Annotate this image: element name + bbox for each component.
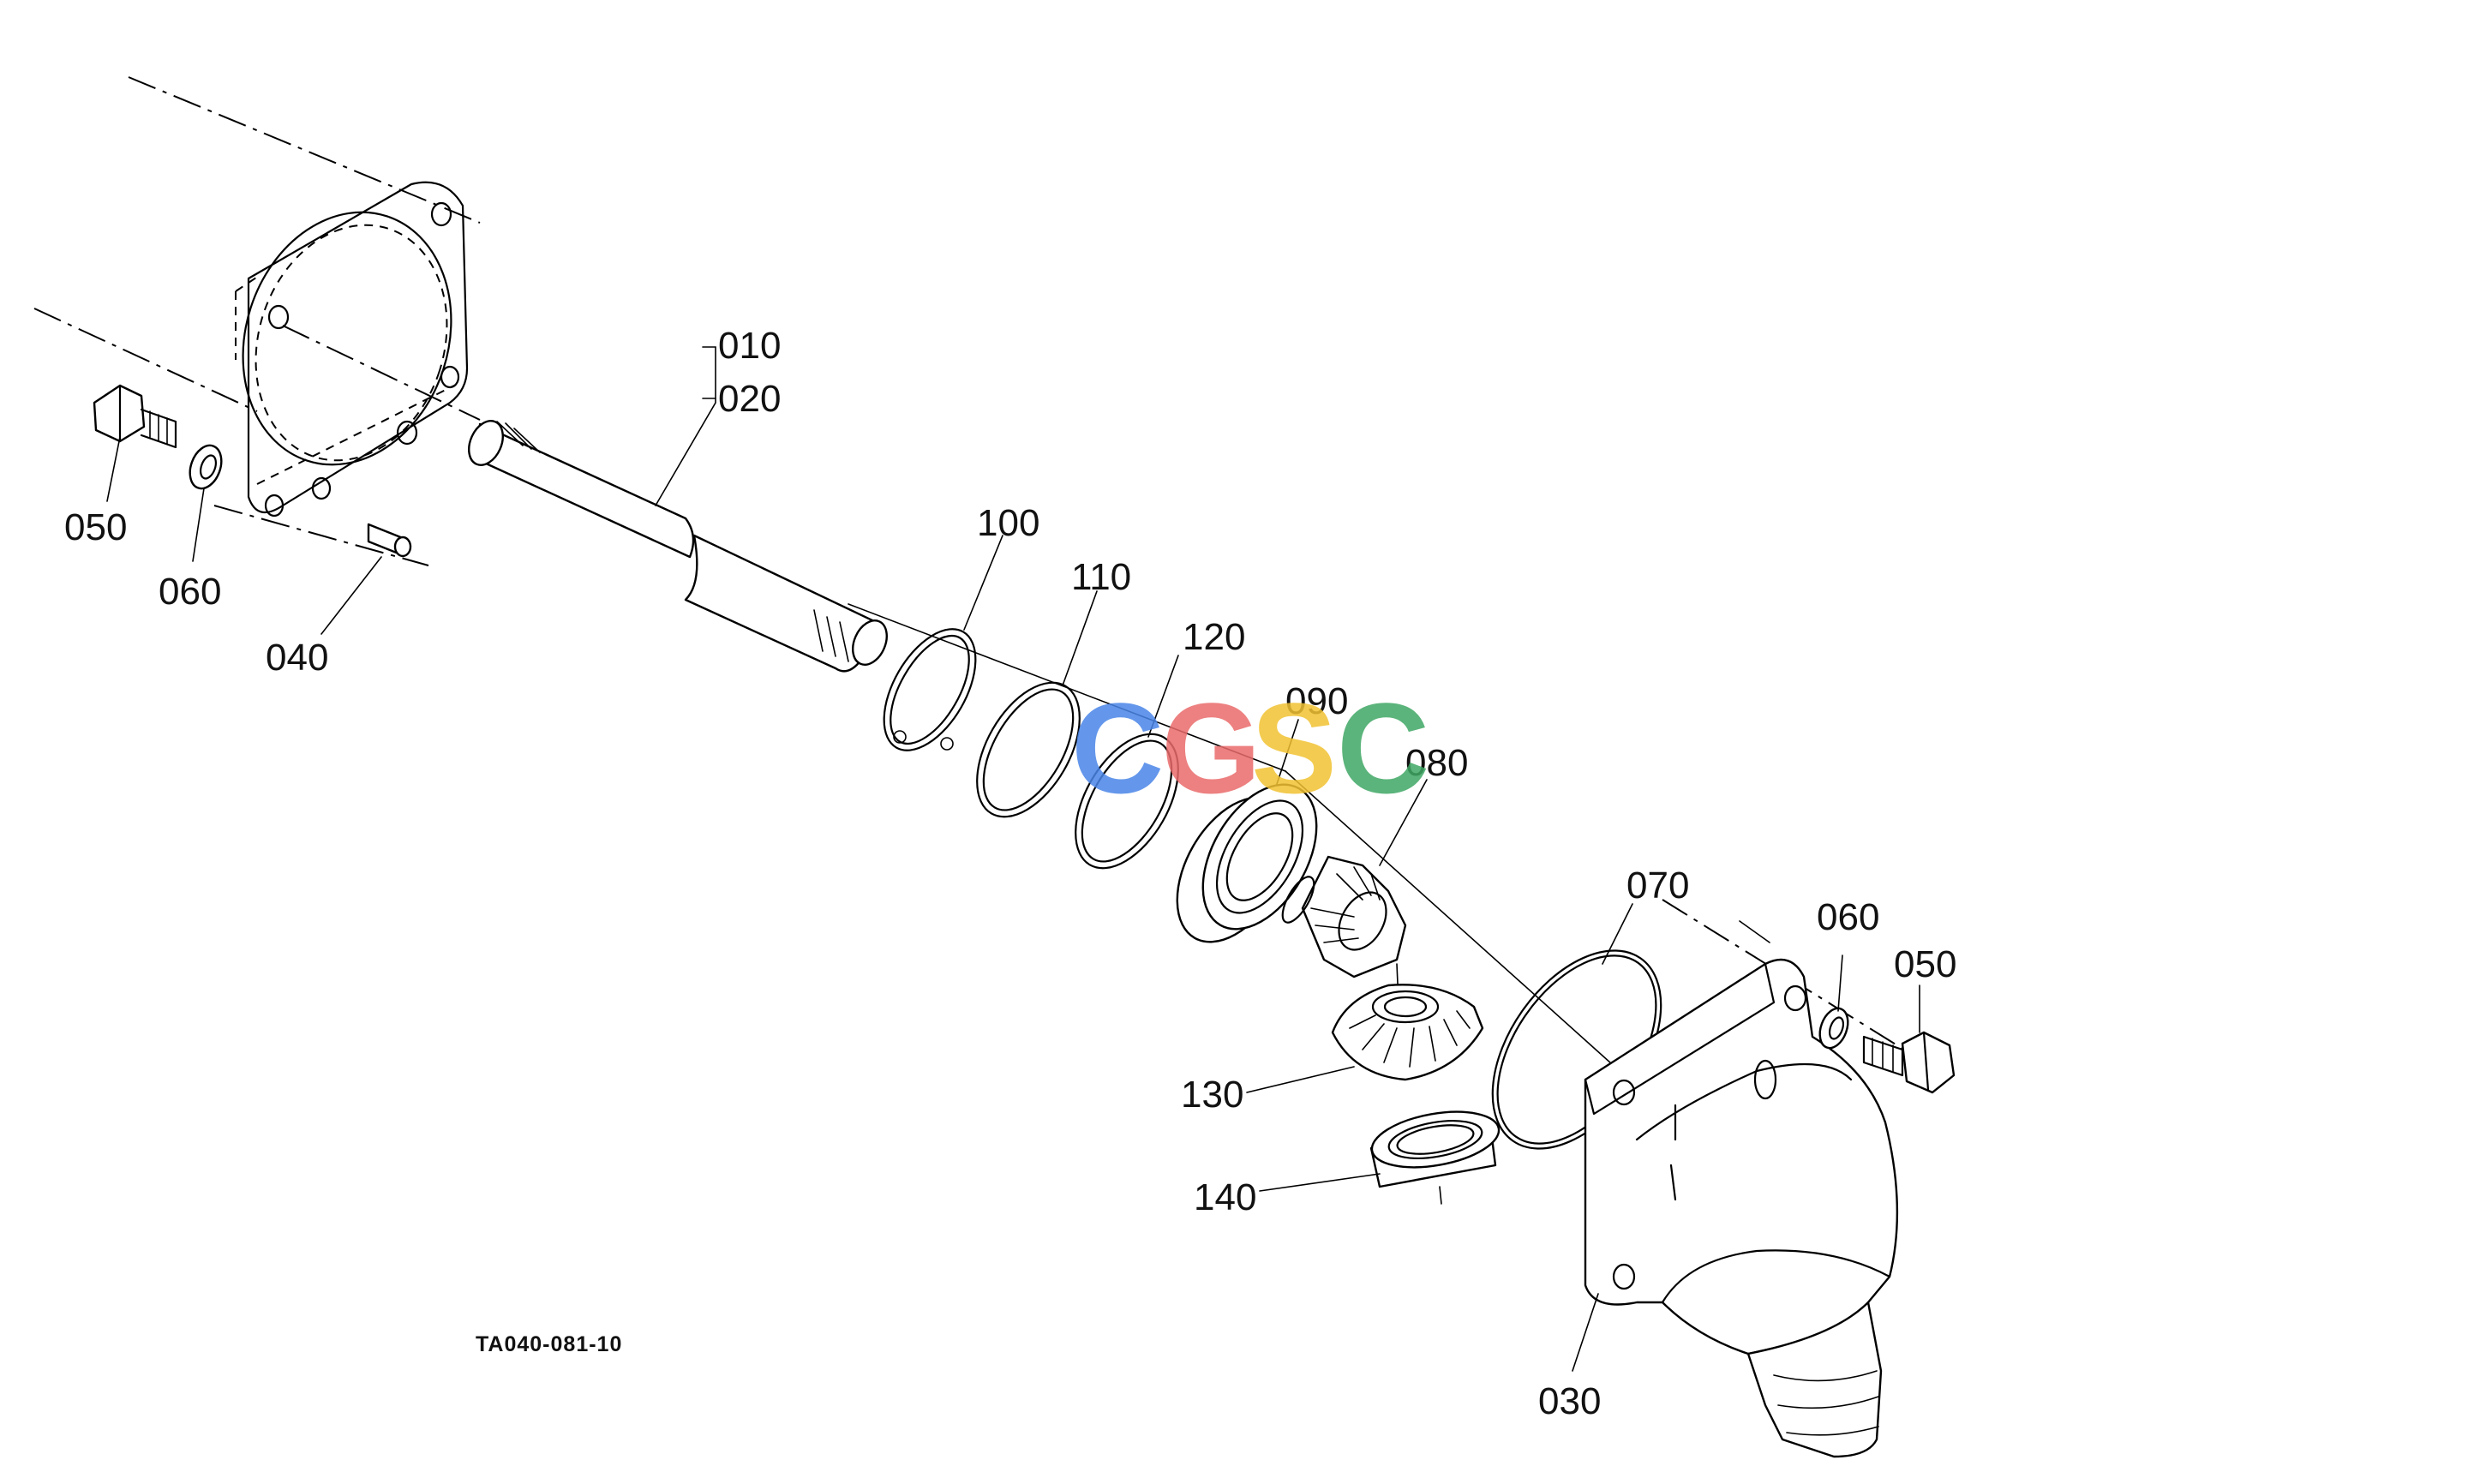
callout-020: 020 [718,378,781,420]
callout-130: 130 [1181,1074,1243,1116]
callout-120: 120 [1183,616,1245,658]
shaft-010-020 [468,420,888,673]
washer-060-left [189,444,223,490]
callout-110: 110 [1071,556,1131,598]
callout-010: 010 [718,325,781,367]
drawing-code: TA040-081-10 [476,1332,622,1356]
callout-050-left: 050 [64,506,127,548]
callout-100: 100 [977,502,1039,544]
pin-040 [367,523,412,558]
bolt-050-right [1862,1031,1956,1094]
callout-080: 080 [1405,742,1468,784]
washer-060-right [1818,1007,1849,1050]
bolt-050-left [93,384,177,449]
callout-050-right: 050 [1894,943,1956,985]
shim-110 [976,681,1081,818]
callout-030: 030 [1538,1380,1601,1422]
leader-lines [106,346,1920,1372]
callout-060-right: 060 [1817,896,1879,938]
watermark-letter: G [1161,676,1261,820]
watermark-letter: C [1337,676,1429,820]
callout-040: 040 [266,637,328,679]
watermark-letter: C [1071,676,1164,820]
callout-090: 090 [1285,680,1348,722]
callout-060-left: 060 [159,571,221,613]
watermark-letter: S [1251,676,1337,820]
bevel-gear-080 [1281,855,1407,978]
bearing-090 [1176,783,1318,943]
gear-case-030 [1584,958,1899,1458]
watermark-logo: C G S C [1071,676,1429,820]
callout-070: 070 [1626,865,1689,907]
shim-120 [1075,733,1179,870]
callout-140: 140 [1194,1176,1256,1218]
bevel-gear-130 [1331,984,1484,1081]
callout-labels: 010 020 050 060 040 100 110 120 090 080 … [64,325,1956,1422]
centerlines [33,76,1912,1205]
snap-ring-100 [883,628,977,751]
bearing-140 [1369,1110,1501,1188]
housing-flange [235,181,469,518]
